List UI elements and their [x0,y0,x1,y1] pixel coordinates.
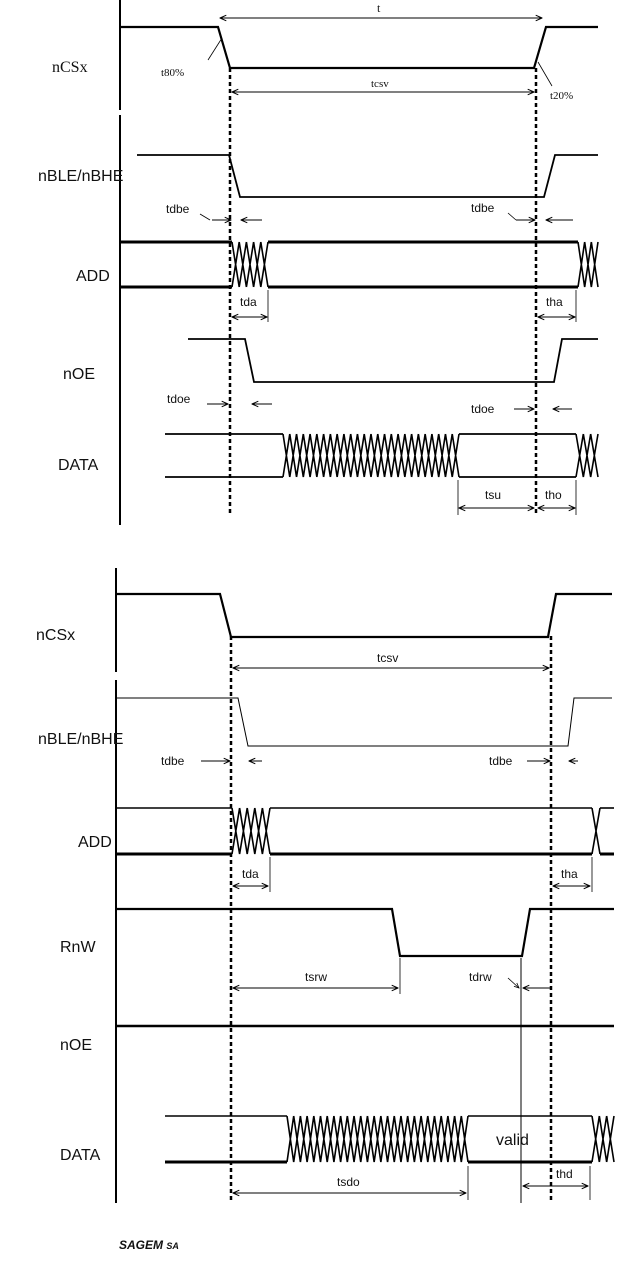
tha-label-2: tha [561,867,578,881]
add-transition-hatch [578,242,598,287]
signal-label-data: DATA [58,457,99,474]
signal-label-nble-nbhe-2: nBLE/nBHE [38,731,123,748]
add-transition-hatch [232,242,268,287]
ncsx-waveform [120,27,598,68]
signal-label-rnw: RnW [60,939,96,956]
t80-leader [208,38,222,60]
t20-label: t20% [550,90,573,102]
read-timing-diagram: nCSx t t80% tcsv t20% nBLE/nBHE tdbe tdb… [38,0,598,525]
nble-nbhe-waveform-2 [116,698,612,746]
add-transition-hatch-2 [592,808,600,854]
tdrw-arrow-in [508,978,519,988]
signal-label-ncsx-2: nCSx [36,627,75,644]
rnw-waveform [116,909,614,956]
leader-line [200,214,210,220]
ncsx-waveform-2 [116,594,612,637]
data-transition-hatch-2 [592,1116,614,1162]
tdoe-right-label: tdoe [471,402,495,416]
signal-label-ncsx: nCSx [52,59,88,76]
tdbe-left-label: tdbe [166,202,190,216]
signal-label-add-2: ADD [78,834,112,851]
add-transition-hatch-2 [232,808,270,854]
t20-leader [538,62,552,86]
tcsv-label-2: tcsv [377,651,398,665]
tha-label: tha [546,295,563,309]
signal-label-noe: nOE [63,366,95,383]
tcsv-label: tcsv [371,78,389,90]
thd-label: thd [556,1167,573,1181]
tda-label: tda [240,295,257,309]
tdoe-left-label: tdoe [167,392,191,406]
company-name: SAGEM [119,1238,163,1252]
tsu-label: tsu [485,488,501,502]
tsrw-label: tsrw [305,970,327,984]
tdbe-right-label-2: tdbe [489,754,513,768]
tdrw-label: tdrw [469,970,492,984]
company-footer: SAGEM SA [119,1238,179,1252]
signal-label-noe-2: nOE [60,1037,92,1054]
tsdo-label: tsdo [337,1175,360,1189]
data-transition-hatch [576,434,598,477]
company-suffix: SA [166,1241,179,1251]
noe-waveform [188,339,598,382]
tda-label-2: tda [242,867,259,881]
data-transition-hatch-2 [287,1116,468,1162]
signal-label-data-2: DATA [60,1147,101,1164]
leader-line [508,213,516,220]
write-timing-diagram: nCSx tcsv nBLE/nBHE tdbe tdbe ADD tda th… [36,568,614,1203]
tho-label: tho [545,488,562,502]
valid-label: valid [496,1132,529,1149]
signal-label-add: ADD [76,268,110,285]
signal-label-nble-nbhe: nBLE/nBHE [38,168,123,185]
t-label: t [377,1,381,15]
tdbe-left-label-2: tdbe [161,754,185,768]
nble-nbhe-waveform [137,155,598,197]
data-transition-hatch [283,434,459,477]
t80-label: t80% [161,67,184,79]
tdbe-right-label: tdbe [471,201,495,215]
